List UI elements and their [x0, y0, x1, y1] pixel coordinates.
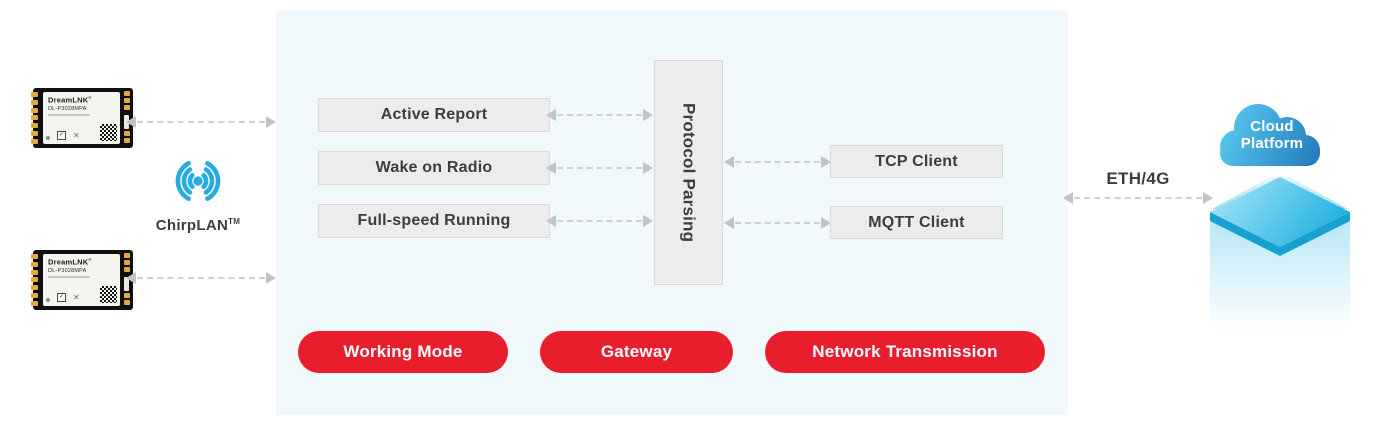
module-edge-pads [31, 92, 38, 144]
module-dot [46, 298, 50, 302]
qr-code [100, 286, 117, 303]
dashed-arrow-protocol-mqtt [724, 217, 831, 229]
module-model: DL-P3028MPA [48, 267, 87, 274]
gateway-panel: Active Report Wake on Radio Full-speed R… [276, 10, 1068, 415]
module-right-pads [122, 253, 131, 307]
crossed-bin-icon: ✕ [73, 293, 80, 302]
chirplan-badge: ChirpLANTM [150, 160, 246, 234]
dashed-arrow-module-bottom [126, 272, 276, 284]
module-label: DreamLNK® DL-P3028MPA ✓✕ [43, 92, 120, 144]
module-brand: DreamLNK® [48, 95, 92, 105]
module-label: DreamLNK® DL-P3028MPA ✓✕ [43, 254, 120, 306]
tag-working-mode: Working Mode [298, 331, 508, 373]
module-edge-pads [31, 254, 38, 306]
rf-module-top: DreamLNK® DL-P3028MPA ✓✕ [31, 88, 133, 148]
client-box-tcp: TCP Client [830, 145, 1003, 178]
platform-icon [1210, 177, 1350, 247]
module-serial-bar [48, 113, 90, 116]
check-icon: ✓ [57, 293, 66, 302]
dashed-arrow-module-top [126, 116, 276, 128]
mode-box-active-report: Active Report [318, 98, 550, 132]
protocol-parsing-box: Protocol Parsing [654, 60, 723, 285]
client-box-mqtt: MQTT Client [830, 206, 1003, 239]
cloud-platform-label: Cloud Platform [1240, 118, 1304, 152]
cert-icons: ✓✕ [57, 131, 80, 140]
module-brand: DreamLNK® [48, 257, 92, 267]
crossed-bin-icon: ✕ [73, 131, 80, 140]
dashed-arrow-mode2-protocol [546, 162, 653, 174]
platform-side [1210, 212, 1350, 256]
cloud-icon [1220, 104, 1320, 166]
chirplan-signal-icon [175, 161, 221, 201]
cloud-platform-graphic [1210, 104, 1350, 330]
cert-icons: ✓✕ [57, 293, 80, 302]
check-icon: ✓ [57, 131, 66, 140]
module-serial-bar [48, 275, 90, 278]
tag-gateway: Gateway [540, 331, 733, 373]
tag-network-transmission: Network Transmission [765, 331, 1045, 373]
mode-box-full-speed: Full-speed Running [318, 204, 550, 238]
qr-code [100, 124, 117, 141]
link-label: ETH/4G [1106, 169, 1170, 188]
dashed-arrow-protocol-tcp [724, 156, 831, 168]
dashed-arrow-panel-cloud [1063, 192, 1213, 204]
dashed-arrow-mode1-protocol [546, 109, 653, 121]
chirplan-label: ChirpLANTM [155, 217, 241, 234]
module-model: DL-P3028MPA [48, 105, 87, 112]
rf-module-bottom: DreamLNK® DL-P3028MPA ✓✕ [31, 250, 133, 310]
mode-box-wake-on-radio: Wake on Radio [318, 151, 550, 185]
module-dot [46, 136, 50, 140]
dashed-arrow-mode3-protocol [546, 215, 653, 227]
